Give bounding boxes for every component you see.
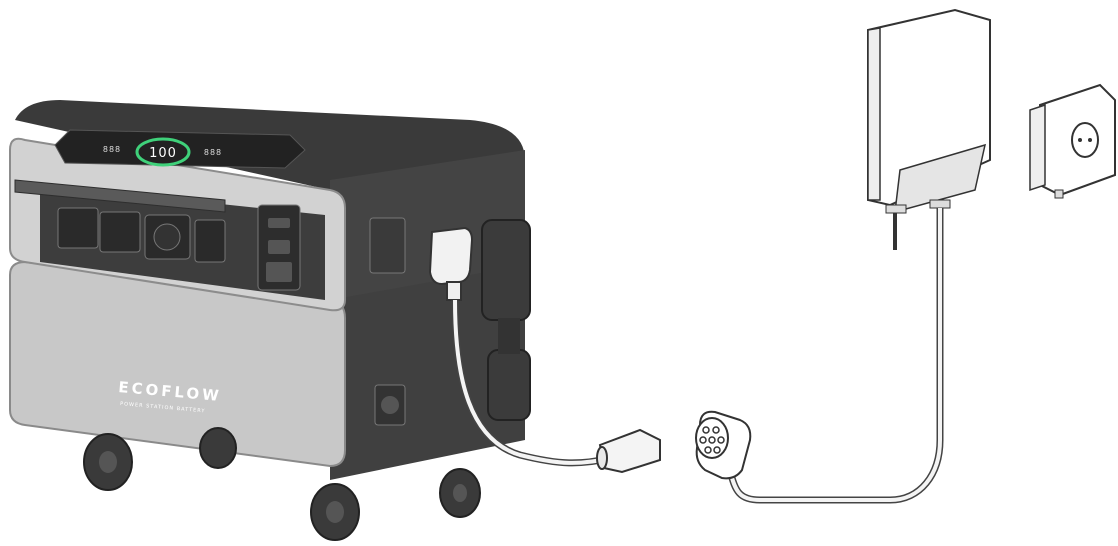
wall-charger	[868, 10, 990, 250]
right-port-1	[370, 218, 405, 273]
power-station: 100 888 888 ECOFLOW POWER STATION BATTER…	[10, 100, 525, 540]
wall-socket	[1030, 85, 1115, 198]
socket-face	[1072, 123, 1098, 157]
charger-cable	[730, 208, 940, 500]
white-plug	[430, 228, 472, 284]
left-readout: 888	[103, 145, 121, 154]
battery-percent: 100	[149, 146, 177, 161]
cable-connector	[597, 430, 660, 472]
right-readout: 888	[204, 148, 222, 157]
type2-plug	[696, 412, 750, 479]
charger-cable-outline	[730, 208, 940, 500]
